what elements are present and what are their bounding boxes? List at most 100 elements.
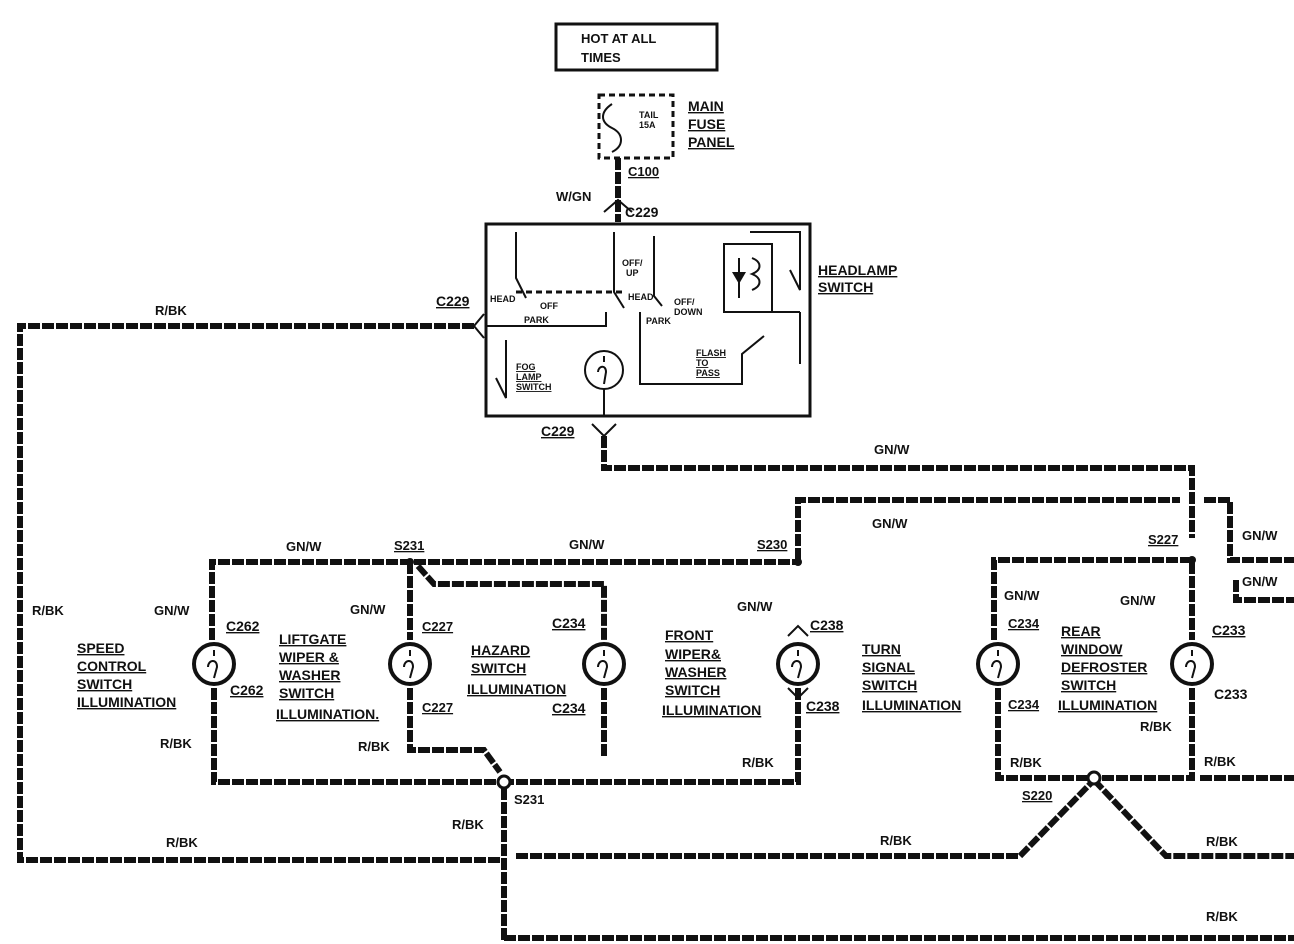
- relay-coil: [738, 257, 761, 298]
- hazard-connector-top: C234: [552, 615, 586, 631]
- wire-rbk-outer: [17, 323, 500, 863]
- connector-c229-left: C229: [436, 293, 470, 309]
- wire-gnw-liftgate-label: GN/W: [350, 602, 386, 617]
- wire-gnw-rear1-label: GN/W: [1004, 588, 1040, 603]
- wire-rbk-left-label: R/BK: [32, 603, 64, 618]
- headlamp-switch-label-1: HEADLAMP: [818, 262, 897, 278]
- front-connector-top: C238: [810, 617, 844, 633]
- main-fuse-label-1: MAIN: [688, 98, 724, 114]
- turn-connector-top: C234: [1008, 616, 1040, 631]
- pos-fog-3: SWITCH: [516, 382, 552, 392]
- speed-connector-top: C262: [226, 618, 260, 634]
- wire-rbk-speed-label: R/BK: [160, 736, 192, 751]
- svg-text:CONTROL: CONTROL: [77, 658, 147, 674]
- wire-rbk-very-bottom-label: R/BK: [1206, 909, 1238, 924]
- connector-c229-left-symbol: [472, 313, 485, 339]
- wire-rbk-rear: [1100, 688, 1195, 781]
- splice-s231-bottom-dot: [496, 774, 512, 790]
- wire-wgn-label: W/GN: [556, 189, 591, 204]
- turn-bulb: [976, 642, 1020, 686]
- wire-rbk-rear-right-label: R/BK: [1204, 754, 1236, 769]
- speed-label: SPEED CONTROL SWITCH ILLUMINATION: [77, 640, 176, 710]
- svg-text:WIPER &: WIPER &: [279, 649, 339, 665]
- svg-text:SIGNAL: SIGNAL: [862, 659, 915, 675]
- wire-rbk-bottom-right-label: R/BK: [1206, 834, 1238, 849]
- switch-internal-park: [486, 312, 607, 327]
- wire-rbk-rear-left-label: R/BK: [1010, 755, 1042, 770]
- front-connector-top-symbol: [787, 624, 809, 637]
- pos-off-up-1: OFF/: [622, 258, 643, 268]
- wire-gnw-mid-label: GN/W: [872, 516, 908, 531]
- wire-gnw-right1-label: GN/W: [1242, 528, 1278, 543]
- wire-gnw-right2: [1233, 580, 1294, 603]
- rear-label: REAR WINDOW DEFROSTER SWITCH ILLUMINATIO…: [1058, 623, 1157, 713]
- svg-text:SWITCH: SWITCH: [279, 685, 334, 701]
- wire-gnw-speed-label: GN/W: [154, 603, 190, 618]
- svg-text:SWITCH: SWITCH: [77, 676, 132, 692]
- pos-off-down-2: DOWN: [674, 307, 703, 317]
- fuse-symbol: [602, 103, 622, 153]
- svg-text:SWITCH: SWITCH: [471, 660, 526, 676]
- pos-flash-1: FLASH: [696, 348, 726, 358]
- splice-s220: S220: [1022, 788, 1052, 803]
- front-connector-bottom-symbol: [787, 687, 809, 700]
- wire-rbk-bottom-mid-label: R/BK: [880, 833, 912, 848]
- splice-s230: S230: [757, 537, 787, 552]
- front-bulb: [776, 642, 820, 686]
- wire-gnw-second: [795, 497, 1180, 560]
- rear-connector-top: C233: [1212, 622, 1246, 638]
- headlamp-switch-label-2: SWITCH: [818, 279, 873, 295]
- svg-text:SWITCH: SWITCH: [1061, 677, 1116, 693]
- svg-text:HAZARD: HAZARD: [471, 642, 530, 658]
- wire-gnw-bus: [209, 559, 798, 640]
- wire-rbk-speed: [211, 688, 500, 785]
- liftgate-connector-bottom: C227: [422, 700, 453, 715]
- splice-s220-dot: [1086, 770, 1102, 786]
- svg-text:FRONT: FRONT: [665, 627, 714, 643]
- wire-gnw-bus-right: [991, 557, 1195, 640]
- svg-text:SPEED: SPEED: [77, 640, 124, 656]
- splice-s230-dot: [794, 558, 802, 566]
- svg-text:SWITCH: SWITCH: [862, 677, 917, 693]
- splice-s231-top: S231: [394, 538, 424, 553]
- switch-internal-mid2: [653, 236, 663, 307]
- hazard-label: HAZARD SWITCH ILLUMINATION: [467, 642, 566, 697]
- fuse-name: TAIL: [639, 110, 659, 120]
- svg-text:ILLUMINATION: ILLUMINATION: [862, 697, 961, 713]
- rear-connector-bottom: C233: [1214, 686, 1248, 702]
- svg-text:SWITCH: SWITCH: [665, 682, 720, 698]
- pos-park-right: PARK: [646, 316, 671, 326]
- connector-c229-bottom: C229: [541, 423, 575, 439]
- svg-text:ILLUMINATION: ILLUMINATION: [1058, 697, 1157, 713]
- wire-gnw-front-label: GN/W: [737, 599, 773, 614]
- hot-label-line2: TIMES: [581, 50, 621, 65]
- wire-rbk-turn: [995, 688, 1088, 781]
- liftgate-label: LIFTGATE WIPER & WASHER SWITCH ILLUMINAT…: [276, 631, 379, 722]
- svg-text:ILLUMINATION: ILLUMINATION: [467, 681, 566, 697]
- svg-text:ILLUMINATION: ILLUMINATION: [77, 694, 176, 710]
- wire-rbk-liftgate: [407, 688, 503, 774]
- wire-rbk-bottom-right: [1091, 777, 1294, 859]
- main-fuse-label-2: FUSE: [688, 116, 725, 132]
- wire-rbk-liftgate-label: R/BK: [358, 739, 390, 754]
- wire-rbk-bottom-mid: [516, 777, 1097, 859]
- wire-gnw-rear2-label: GN/W: [1120, 593, 1156, 608]
- pos-flash-3: PASS: [696, 368, 720, 378]
- wire-gnw-center-label: GN/W: [569, 537, 605, 552]
- wire-rbk-bottom-left-label: R/BK: [166, 835, 198, 850]
- front-label: FRONT WIPER& WASHER SWITCH ILLUMINATION: [662, 627, 761, 718]
- svg-text:WIPER&: WIPER&: [665, 646, 721, 662]
- wire-rbk-s231-label: R/BK: [452, 817, 484, 832]
- pos-fog-2: LAMP: [516, 372, 542, 382]
- fuse-rating: 15A: [639, 120, 656, 130]
- svg-text:WASHER: WASHER: [279, 667, 340, 683]
- wire-gnw-main: [601, 436, 1195, 538]
- relay-box: [723, 243, 773, 313]
- liftgate-connector-top: C227: [422, 619, 453, 634]
- connector-c229-top: C229: [625, 204, 659, 220]
- wire-gnw-left-label: GN/W: [286, 539, 322, 554]
- wire-rbk-front-label: R/BK: [742, 755, 774, 770]
- svg-text:WINDOW: WINDOW: [1061, 641, 1123, 657]
- main-fuse-label-3: PANEL: [688, 134, 735, 150]
